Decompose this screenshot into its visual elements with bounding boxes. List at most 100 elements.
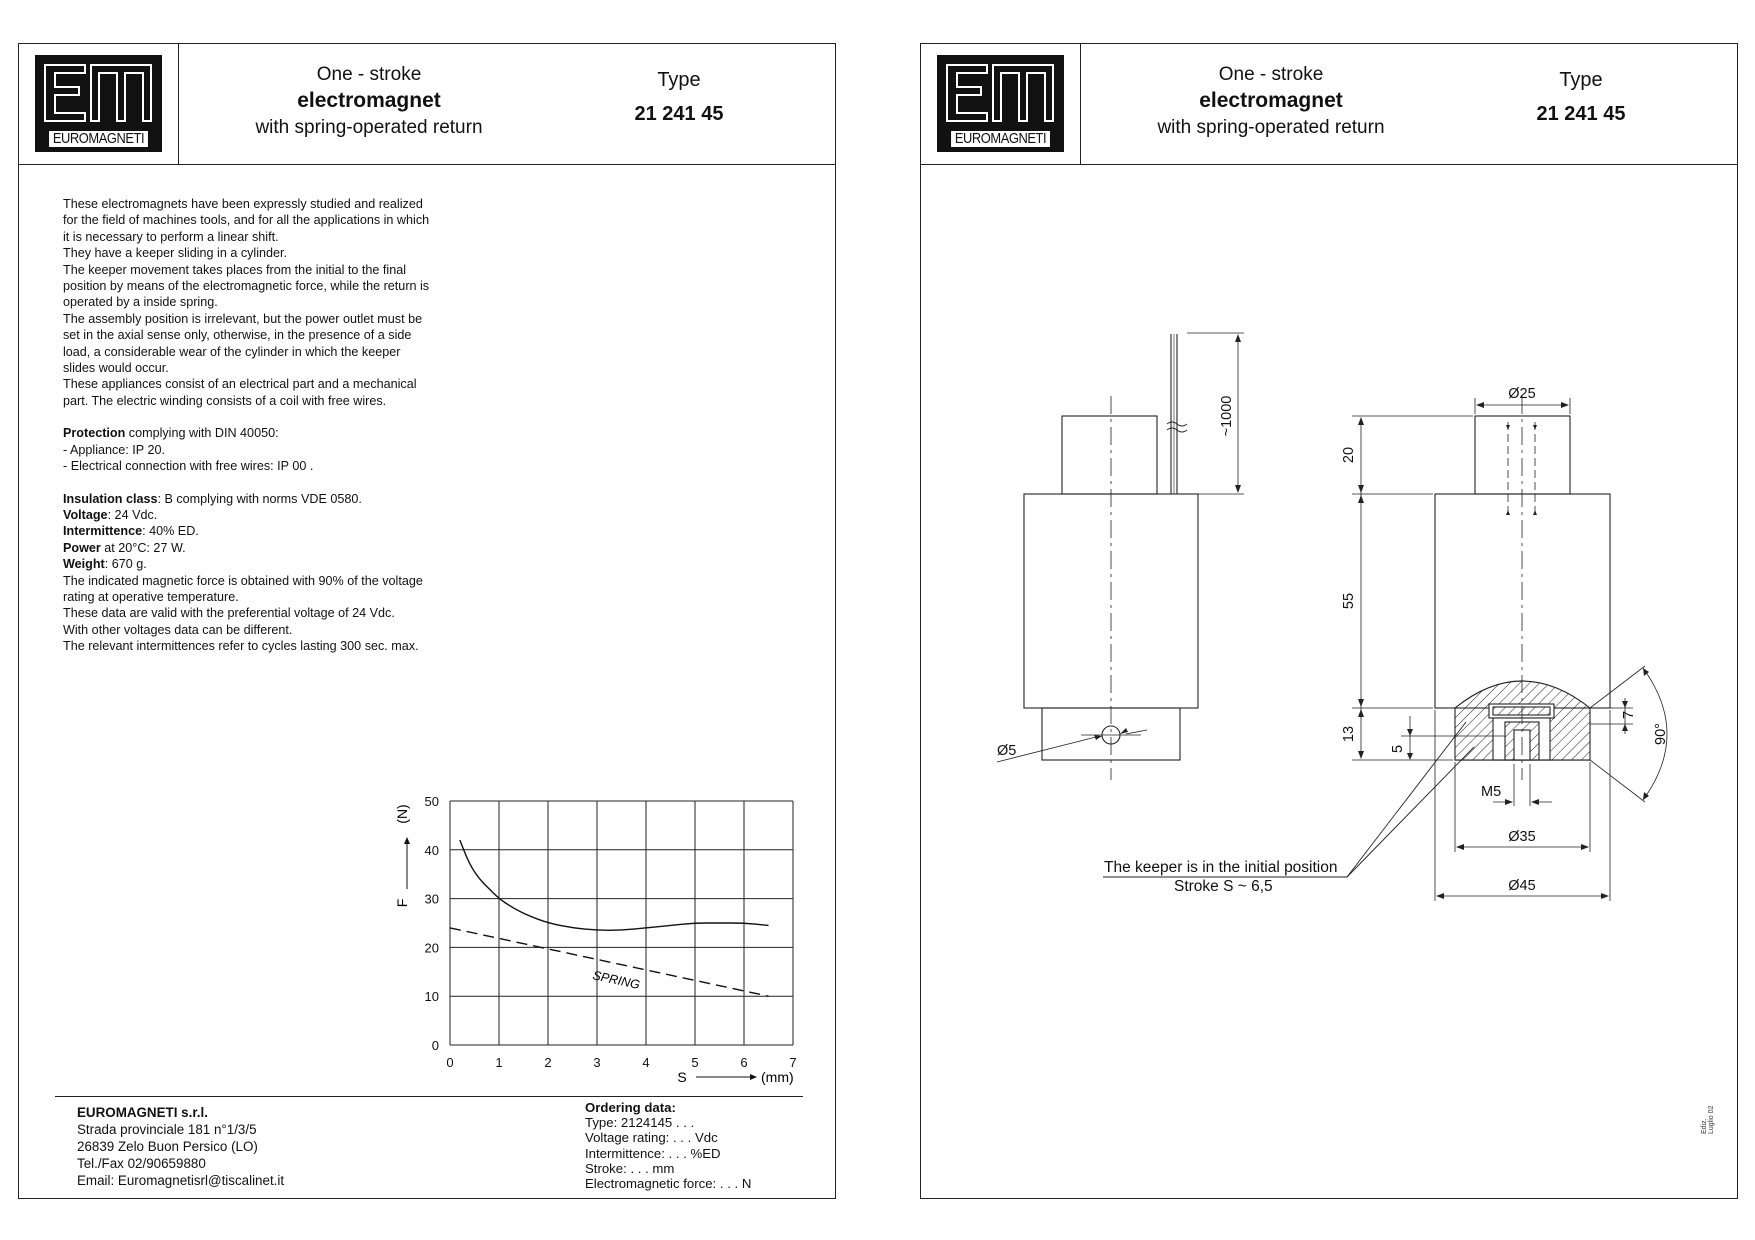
euromagneti-logo: EUROMAGNETI (937, 55, 1064, 152)
protection-appliance: - Appliance: IP 20. (63, 442, 165, 457)
note-line: These data are valid with the preferenti… (63, 606, 395, 621)
logo-cell: EUROMAGNETI (19, 44, 179, 164)
dim-wire-length: ~1000 (1219, 396, 1235, 437)
type-label: Type (1559, 69, 1603, 91)
datasheet-page-2: EUROMAGNETI One - stroke electromagnet w… (920, 43, 1738, 1199)
protection-text: complying with DIN 40050: (125, 426, 279, 441)
note-line: rating at operative temperature. (63, 589, 239, 604)
y-axis-label: F (394, 899, 410, 908)
type-number: 21 241 45 (634, 103, 724, 125)
company-address-2: 26839 Zelo Buon Persico (LO) (77, 1139, 258, 1154)
company-block: EUROMAGNETI s.r.l. Strada provinciale 18… (77, 1104, 284, 1189)
x-tick-label: 1 (495, 1055, 502, 1070)
edition-note: Ediz. Luglio 02 (1701, 1105, 1715, 1134)
spec-value: : 670 g. (104, 557, 147, 572)
title-block: One - stroke electromagnet with spring-o… (1091, 62, 1451, 143)
spec-intermittence: Intermittence: 40% ED. (63, 523, 483, 539)
title-line-1: One - stroke (1218, 64, 1324, 85)
company-address-1: Strada provinciale 181 n°1/3/5 (77, 1122, 257, 1137)
note-line: The relevant intermittences refer to cyc… (63, 639, 419, 654)
spec-label: Insulation class (63, 491, 158, 506)
title-line-3: with spring-operated return (255, 117, 483, 138)
type-number: 21 241 45 (1536, 103, 1626, 125)
ordering-block: Ordering data: Type: 2124145 . . . Volta… (585, 1100, 751, 1191)
y-axis-title: F (N) (394, 804, 410, 907)
side-view: ~1000 Ø5 (996, 332, 1244, 780)
spring-force-line (449, 927, 769, 997)
x-tick-label: 0 (446, 1055, 453, 1070)
desc-line: These appliances consist of an electrica… (63, 377, 417, 392)
company-email: Email: Euromagnetisrl@tiscalinet.it (77, 1173, 285, 1188)
dim-d35: Ø35 (1508, 829, 1535, 845)
dim-d5: Ø5 (997, 743, 1016, 759)
spec-value: at 20°C: 27 W. (100, 540, 186, 555)
title-block: One - stroke electromagnet with spring-o… (189, 62, 549, 143)
datasheet-page-1: EUROMAGNETI One - stroke electromagnet w… (18, 43, 836, 1199)
title-line-2: electromagnet (297, 89, 441, 112)
protection-label: Protection (63, 426, 126, 441)
dim-13: 13 (1341, 726, 1357, 742)
spec-power: Power at 20°C: 27 W. (63, 540, 483, 556)
logo-cell: EUROMAGNETI (921, 44, 1081, 164)
y-tick-label: 10 (425, 989, 439, 1004)
x-axis-label: S (677, 1069, 686, 1085)
desc-line: position by means of the electromagnetic… (63, 279, 430, 294)
ordering-title: Ordering data: (585, 1100, 676, 1115)
dim-m5: M5 (1481, 784, 1501, 800)
dim-d25: Ø25 (1508, 386, 1535, 402)
note-line: With other voltages data can be differen… (63, 622, 293, 637)
company-phone: Tel./Fax 02/90659880 (77, 1156, 206, 1171)
y-tick-label: 30 (425, 892, 439, 907)
title-line-1: One - stroke (316, 64, 422, 85)
x-tick-label: 3 (593, 1055, 600, 1070)
y-axis-unit: (N) (394, 804, 410, 823)
magnetic-force-curve (459, 839, 769, 932)
desc-line: They have a keeper sliding in a cylinder… (63, 246, 288, 261)
spec-voltage: Voltage: 24 Vdc. (63, 507, 483, 523)
description-block: These electromagnets have been expressly… (63, 196, 483, 655)
ordering-voltage: Voltage rating: . . . Vdc (585, 1130, 718, 1146)
x-tick-label: 7 (789, 1055, 796, 1070)
dim-5: 5 (1390, 745, 1406, 753)
logo-text: EUROMAGNETI (951, 131, 1050, 147)
keeper-note-line2: Stroke S ~ 6,5 (1174, 878, 1273, 895)
page-header: EUROMAGNETI One - stroke electromagnet w… (19, 44, 835, 165)
technical-drawing: ~1000 Ø5 (996, 332, 1669, 901)
footer-divider (55, 1096, 803, 1097)
spec-value: : 40% ED. (142, 524, 199, 539)
note-line: The indicated magnetic force is obtained… (63, 573, 423, 588)
type-label: Type (657, 69, 701, 91)
spec-value: : B complying with norms VDE 0580. (157, 491, 362, 506)
chart-grid (449, 800, 794, 1046)
y-tick-label: 50 (425, 794, 439, 809)
x-tick-label: 2 (544, 1055, 551, 1070)
y-tick-label: 40 (425, 843, 439, 858)
title-line-2: electromagnet (1199, 89, 1343, 112)
desc-line: operated by a inside spring. (63, 295, 218, 310)
company-name: EUROMAGNETI s.r.l. (77, 1105, 208, 1120)
spec-label: Intermittence (63, 524, 143, 539)
chart-lines (449, 839, 769, 997)
desc-line: The assembly position is irrelevant, but… (63, 311, 423, 326)
dim-55: 55 (1341, 593, 1357, 609)
logo-text: EUROMAGNETI (49, 131, 148, 147)
ordering-type: Type: 2124145 . . . (585, 1115, 695, 1131)
spec-label: Voltage (63, 507, 108, 522)
page-header: EUROMAGNETI One - stroke electromagnet w… (921, 44, 1737, 165)
x-tick-label: 6 (740, 1055, 747, 1070)
x-axis-unit: (mm) (761, 1069, 794, 1085)
x-tick-label: 5 (691, 1055, 698, 1070)
x-axis-title: S (mm) (677, 1069, 793, 1085)
desc-line: load, a considerable wear of the cylinde… (63, 344, 401, 359)
x-tick-label: 4 (642, 1055, 649, 1070)
protection-connection: - Electrical connection with free wires:… (63, 459, 314, 474)
spec-insulation: Insulation class: B complying with norms… (63, 491, 483, 507)
dim-90: 90° (1653, 723, 1669, 745)
y-tick-label: 20 (425, 940, 439, 955)
type-block: Type 21 241 45 (1511, 64, 1651, 132)
dim-d45: Ø45 (1508, 878, 1535, 894)
title-line-3: with spring-operated return (1157, 117, 1385, 138)
dim-7: 7 (1621, 711, 1637, 719)
